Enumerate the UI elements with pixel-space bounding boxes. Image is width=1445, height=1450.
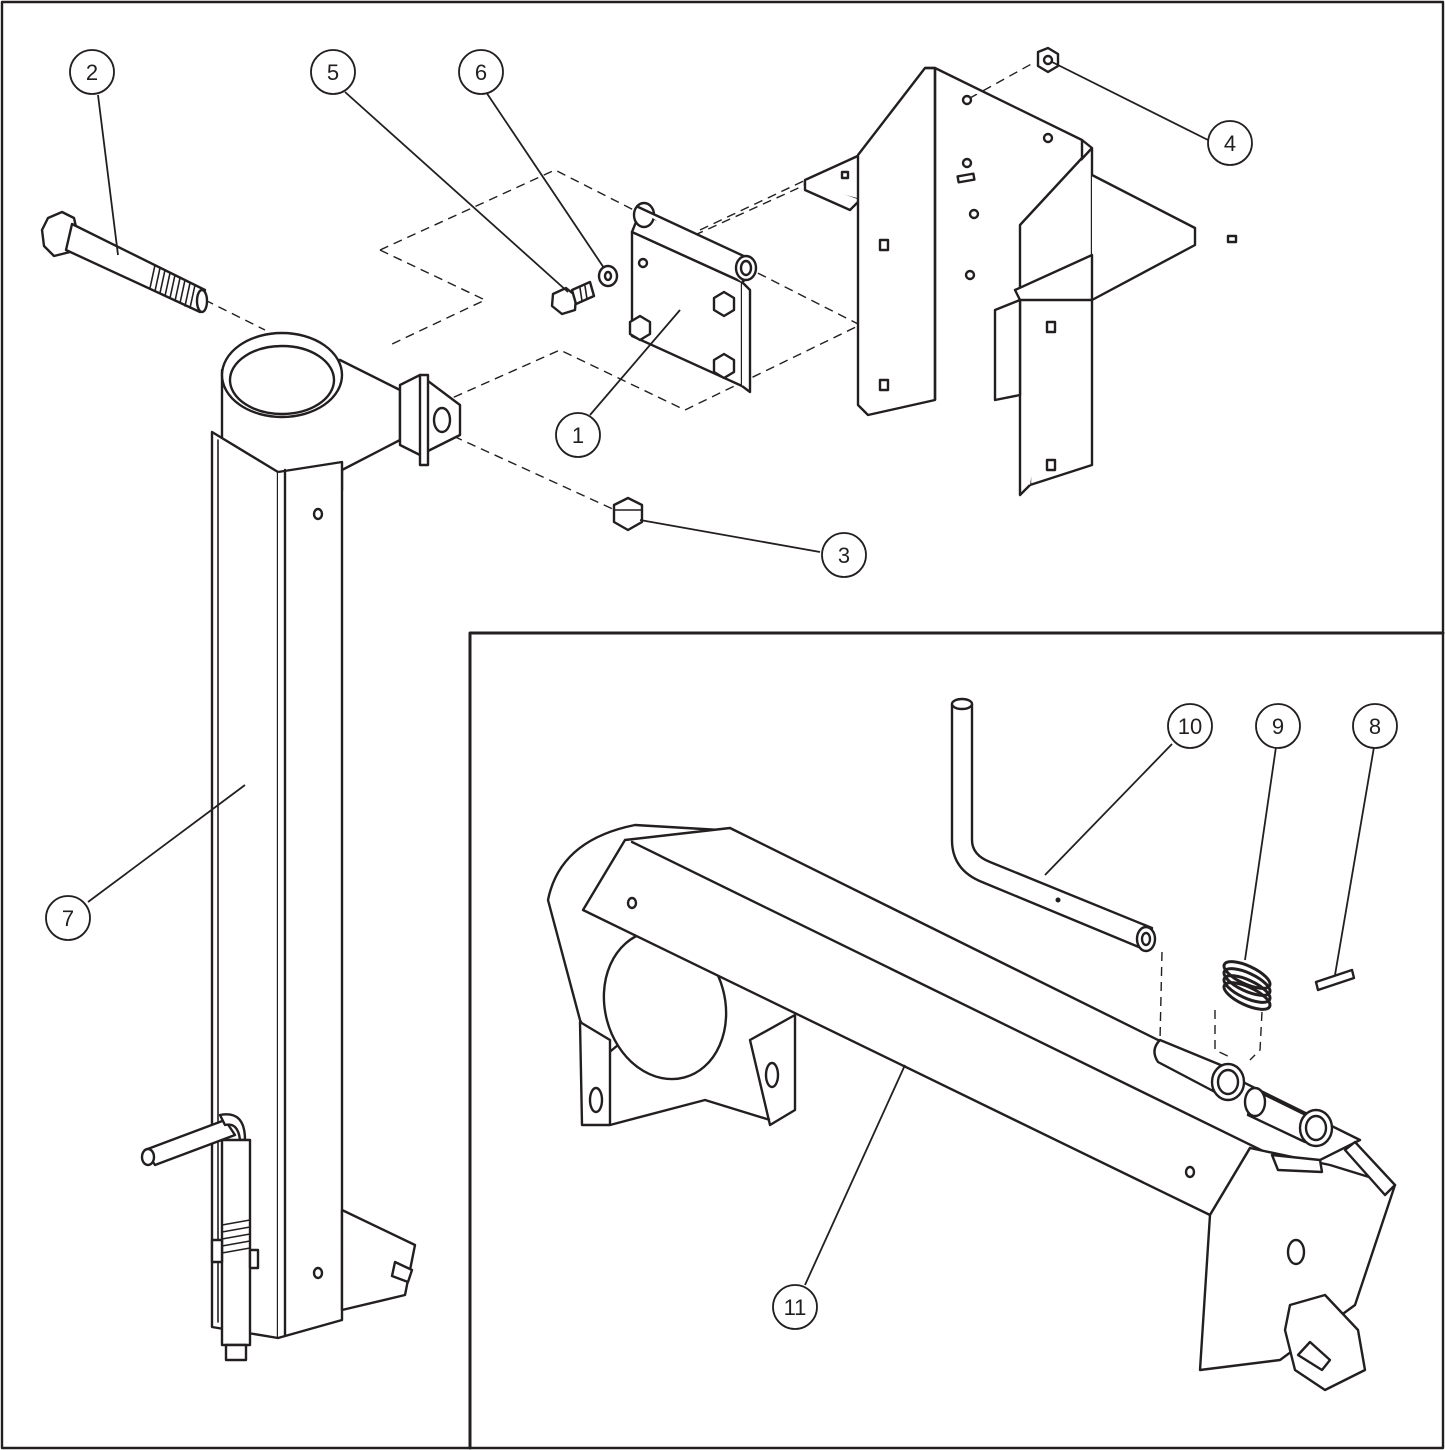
callout-label: 4	[1224, 131, 1236, 156]
leader-lines	[87, 61, 1375, 1286]
part-6-washer	[597, 264, 619, 288]
callout-label: 3	[838, 543, 850, 568]
callout-label: 5	[327, 60, 339, 85]
part-7-vertical-post	[140, 331, 462, 1362]
inset-frame	[468, 631, 1445, 1450]
callout-label: 9	[1272, 714, 1284, 739]
callout-circle	[458, 49, 504, 95]
callout-label: 8	[1369, 714, 1381, 739]
callout-11: 11	[772, 1284, 818, 1330]
part-11-arm	[546, 823, 1397, 1392]
callout-label: 11	[784, 1295, 807, 1320]
mounting-bracket	[803, 66, 1238, 497]
callout-label: 6	[475, 60, 487, 85]
callout-label: 10	[1178, 714, 1202, 739]
callout-label: 7	[62, 906, 74, 931]
callout-circle	[555, 412, 601, 458]
callout-7: 7	[45, 895, 91, 941]
callout-label: 1	[572, 423, 584, 448]
callout-9: 9	[1255, 703, 1301, 749]
hinge-plate-bolts	[628, 257, 736, 380]
callout-3: 3	[821, 532, 867, 578]
callout-circle	[69, 49, 115, 95]
callout-5: 5	[310, 49, 356, 95]
callout-circle	[821, 532, 867, 578]
callout-circle	[1207, 120, 1253, 166]
callout-label: 2	[86, 60, 98, 85]
callout-4: 4	[1207, 120, 1253, 166]
part-1-hinge-plate	[628, 201, 758, 394]
part-2-hex-bolt	[40, 210, 209, 314]
part-8-pin	[1314, 968, 1356, 992]
callout-circle	[45, 895, 91, 941]
callout-circle	[1167, 703, 1213, 749]
callout-1: 1	[555, 412, 601, 458]
callout-circle	[310, 49, 356, 95]
part-3-nut	[612, 496, 644, 532]
part-10-l-pin	[950, 697, 1157, 953]
callout-circle	[1352, 703, 1398, 749]
callout-2: 2	[69, 49, 115, 95]
callout-circle	[772, 1284, 818, 1330]
part-9-spring	[1222, 960, 1272, 1011]
callout-circle	[1255, 703, 1301, 749]
part-4-nut	[1036, 46, 1060, 74]
callout-8: 8	[1352, 703, 1398, 749]
part-5-cap-screw	[550, 280, 596, 316]
inset-dashed-lines	[1159, 951, 1263, 1061]
callout-6: 6	[458, 49, 504, 95]
callout-10: 10	[1167, 703, 1213, 749]
